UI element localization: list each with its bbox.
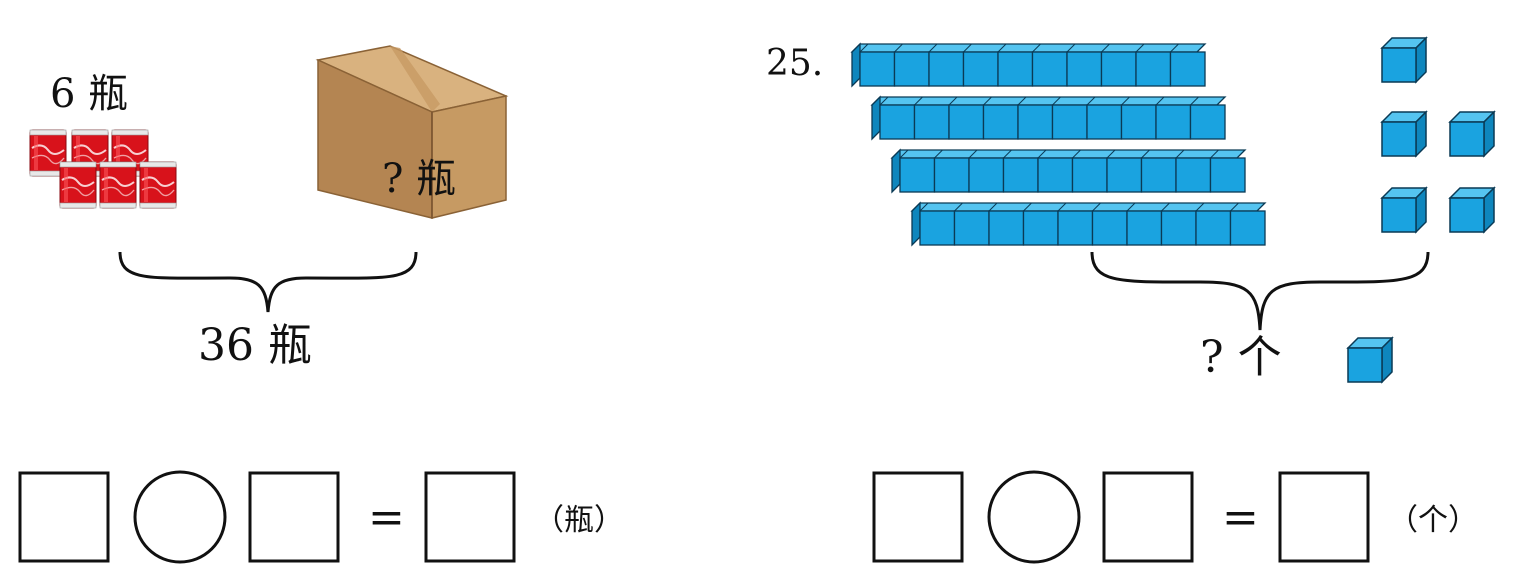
rod-cube <box>1071 157 1108 193</box>
answer-box-2[interactable] <box>1102 471 1194 563</box>
cans-label: 6 瓶 <box>50 71 128 117</box>
left-brace <box>118 251 418 313</box>
rod-cube <box>968 157 1005 193</box>
rod-cube <box>913 104 950 140</box>
rod-cube <box>1091 210 1128 246</box>
left-problem: 6 瓶 ? 瓶 36 瓶 = （瓶） <box>18 45 624 564</box>
rod-cube <box>1120 104 1157 140</box>
answer-box-1[interactable] <box>18 471 110 563</box>
unit-cube-icon <box>1449 111 1495 157</box>
rod-cube <box>1051 104 1088 140</box>
question-label: ? 个 <box>1200 332 1282 383</box>
rod-cube <box>988 210 1025 246</box>
ten-rod <box>890 148 1247 194</box>
answer-box-1[interactable] <box>872 471 964 563</box>
rod-cube <box>1169 51 1206 87</box>
rod-cube <box>928 51 965 87</box>
answer-box-result[interactable] <box>1278 471 1370 563</box>
operator-circle[interactable] <box>987 470 1081 564</box>
rod-cube <box>1175 157 1212 193</box>
rod-cube <box>1160 210 1197 246</box>
rod-cube <box>1057 210 1094 246</box>
rod-cube <box>1031 51 1068 87</box>
cube-icon <box>1347 337 1393 383</box>
operator-circle[interactable] <box>133 470 227 564</box>
rod-cube <box>1017 104 1054 140</box>
rod-cube <box>1100 51 1137 87</box>
equals-sign: = <box>368 492 405 543</box>
unit-cubes <box>1381 37 1495 233</box>
rod-cube <box>1195 210 1232 246</box>
rod-cube <box>1126 210 1163 246</box>
rod-cube <box>1135 51 1172 87</box>
unit-cube-icon <box>1381 187 1427 233</box>
rod-cube <box>879 104 916 140</box>
equals-sign: = <box>1222 492 1259 543</box>
ten-rod <box>870 95 1227 141</box>
right-equation: = （个） <box>872 470 1478 564</box>
rod-cube <box>953 210 990 246</box>
box-label: ? 瓶 <box>382 156 456 202</box>
rod-cube <box>1037 157 1074 193</box>
rod-cube <box>1066 51 1103 87</box>
answer-box-result[interactable] <box>424 471 516 563</box>
rod-cube <box>899 157 936 193</box>
rod-cube <box>1086 104 1123 140</box>
rod-cube <box>1002 157 1039 193</box>
problem-number: 25. <box>766 43 823 84</box>
left-equation: = （瓶） <box>18 470 624 564</box>
rod-cube <box>859 51 896 87</box>
unit-label: （瓶） <box>534 503 624 538</box>
ten-rod <box>850 42 1207 88</box>
unit-cube-icon <box>1449 187 1495 233</box>
rod-cube <box>1140 157 1177 193</box>
right-brace <box>1090 251 1430 331</box>
right-problem: 25. ? 个 = （个） <box>766 37 1495 564</box>
rod-cube <box>1209 157 1246 193</box>
ten-rod <box>910 201 1267 247</box>
rod-cube <box>1229 210 1266 246</box>
unit-cube-icon <box>1381 37 1427 83</box>
rod-cube <box>948 104 985 140</box>
rod-cube <box>982 104 1019 140</box>
soda-cans-icon <box>29 129 177 209</box>
rod-cube <box>1155 104 1192 140</box>
rod-cube <box>962 51 999 87</box>
unit-label: （个） <box>1388 503 1478 538</box>
ten-rods <box>850 42 1267 247</box>
rod-cube <box>1189 104 1226 140</box>
rod-cube <box>997 51 1034 87</box>
rod-cube <box>1106 157 1143 193</box>
rod-cube <box>933 157 970 193</box>
answer-box-2[interactable] <box>248 471 340 563</box>
rod-cube <box>1022 210 1059 246</box>
cardboard-box-icon <box>315 45 509 219</box>
total-label: 36 瓶 <box>198 320 312 371</box>
rod-cube <box>919 210 956 246</box>
rod-cube <box>893 51 930 87</box>
unit-cube-icon <box>1381 111 1427 157</box>
